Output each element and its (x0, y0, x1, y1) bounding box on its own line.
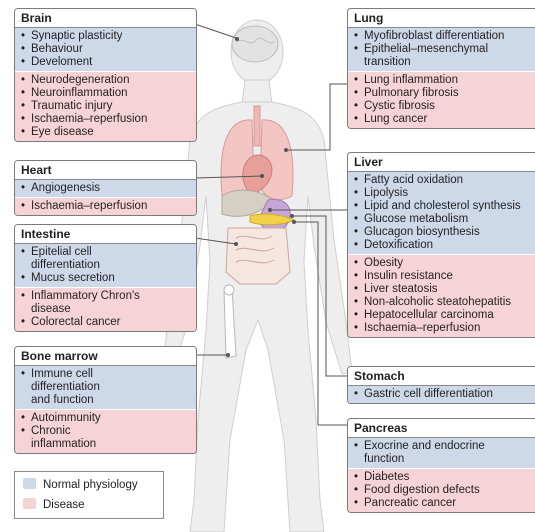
stomach-title: Stomach (348, 367, 535, 386)
list-item: •Obesity (354, 257, 532, 270)
brain-panel: Brain •Synaptic plasticity •Behaviour •D… (14, 8, 197, 142)
list-item: •Epitelial cell (21, 246, 192, 259)
list-item-continuation: differentiation (21, 381, 192, 394)
list-item: •Food digestion defects (354, 484, 532, 497)
list-item: •Glucagon biosynthesis (354, 226, 532, 239)
list-item: •Autoimmunity (21, 412, 192, 425)
list-item-continuation: transition (354, 56, 532, 69)
list-item: •Chronic (21, 425, 192, 438)
list-item: •Ischaemia–reperfusion (21, 113, 192, 126)
list-item: •Neuroinflammation (21, 87, 192, 100)
stomach-panel: Stomach •Gastric cell differentiation (347, 366, 535, 404)
intestine-normal-section: •Epitelial cell differentiation •Mucus s… (15, 244, 196, 287)
list-item: •Detoxification (354, 239, 532, 252)
list-item: •Pancreatic cancer (354, 497, 532, 510)
connector-brain (195, 24, 236, 38)
pancreas-disease-section: •Diabetes •Food digestion defects •Pancr… (348, 468, 535, 512)
brain-organ (232, 26, 278, 62)
legend-disease: Disease (23, 498, 85, 512)
list-item: •Pulmonary fibrosis (354, 87, 532, 100)
list-item: •Immune cell (21, 368, 192, 381)
list-item: •Diabetes (354, 471, 532, 484)
list-item: •Hepatocellular carcinoma (354, 309, 532, 322)
disease-swatch (23, 498, 36, 509)
legend-disease-label: Disease (43, 499, 85, 511)
list-item: •Fatty acid oxidation (354, 174, 532, 187)
list-item: •Traumatic injury (21, 100, 192, 113)
bone-marrow-title: Bone marrow (15, 347, 196, 366)
legend-normal: Normal physiology (23, 478, 138, 492)
lung-normal-section: •Myofibroblast differentiation •Epitheli… (348, 28, 535, 71)
list-item: •Insulin resistance (354, 270, 532, 283)
list-item: •Colorectal cancer (21, 316, 192, 329)
list-item: •Synaptic plasticity (21, 30, 192, 43)
list-item: •Neurodegeneration (21, 74, 192, 87)
list-item: •Ischaemia–reperfusion (354, 322, 532, 335)
list-item: •Eye disease (21, 126, 192, 139)
pancreas-panel: Pancreas •Exocrine and endocrine functio… (347, 418, 535, 513)
list-item-continuation: function (354, 453, 532, 466)
list-item-continuation: differentiation (21, 259, 192, 272)
list-item: •Angiogenesis (21, 182, 192, 195)
bone-marrow-normal-section: •Immune cell differentiation and functio… (15, 366, 196, 409)
list-item: •Ischaemia–reperfusion (21, 200, 192, 213)
list-item: •Non-alcoholic steatohepatitis (354, 296, 532, 309)
list-item: •Epithelial–mesenchymal (354, 43, 532, 56)
lung-disease-section: •Lung inflammation •Pulmonary fibrosis •… (348, 71, 535, 128)
bone-marrow-disease-section: •Autoimmunity •Chronic inflammation (15, 409, 196, 453)
intestine-panel: Intestine •Epitelial cell differentiatio… (14, 224, 197, 332)
legend: Normal physiology Disease (14, 471, 164, 519)
heart-panel: Heart •Angiogenesis •Ischaemia–reperfusi… (14, 160, 197, 216)
list-item: •Lung inflammation (354, 74, 532, 87)
bone-marrow-panel: Bone marrow •Immune cell differentiation… (14, 346, 197, 454)
liver-panel: Liver •Fatty acid oxidation •Lipolysis •… (347, 152, 535, 338)
pancreas-title: Pancreas (348, 419, 535, 438)
list-item: •Glucose metabolism (354, 213, 532, 226)
list-item: •Gastric cell differentiation (354, 388, 532, 401)
lung-panel: Lung •Myofibroblast differentiation •Epi… (347, 8, 535, 129)
liver-normal-section: •Fatty acid oxidation •Lipolysis •Lipid … (348, 172, 535, 254)
list-item-continuation: and function (21, 394, 192, 407)
brain-normal-section: •Synaptic plasticity •Behaviour •Develom… (15, 28, 196, 71)
list-item: •Behaviour (21, 43, 192, 56)
liver-disease-section: •Obesity •Insulin resistance •Liver stea… (348, 254, 535, 337)
intestine-disease-section: •Inflammatory Chron's disease •Colorecta… (15, 287, 196, 331)
list-item-continuation: disease (21, 303, 192, 316)
heart-disease-section: •Ischaemia–reperfusion (15, 197, 196, 215)
list-item: •Lung cancer (354, 113, 532, 126)
liver-title: Liver (348, 153, 535, 172)
list-item: •Inflammatory Chron's (21, 290, 192, 303)
list-item: •Exocrine and endocrine (354, 440, 532, 453)
legend-normal-label: Normal physiology (43, 479, 138, 491)
list-item: •Mucus secretion (21, 272, 192, 285)
brain-disease-section: •Neurodegeneration •Neuroinflammation •T… (15, 71, 196, 141)
list-item: •Develoment (21, 56, 192, 69)
normal-swatch (23, 478, 36, 489)
intestine-organ (226, 228, 290, 284)
list-item: •Lipid and cholesterol synthesis (354, 200, 532, 213)
list-item: •Liver steatosis (354, 283, 532, 296)
intestine-title: Intestine (15, 225, 196, 244)
brain-title: Brain (15, 9, 196, 28)
pancreas-normal-section: •Exocrine and endocrine function (348, 438, 535, 468)
heart-title: Heart (15, 161, 196, 180)
lung-title: Lung (348, 9, 535, 28)
list-item-continuation: inflammation (21, 438, 192, 451)
list-item: •Cystic fibrosis (354, 100, 532, 113)
heart-normal-section: •Angiogenesis (15, 180, 196, 197)
list-item: •Myofibroblast differentiation (354, 30, 532, 43)
list-item: •Lipolysis (354, 187, 532, 200)
stomach-normal-section: •Gastric cell differentiation (348, 386, 535, 403)
